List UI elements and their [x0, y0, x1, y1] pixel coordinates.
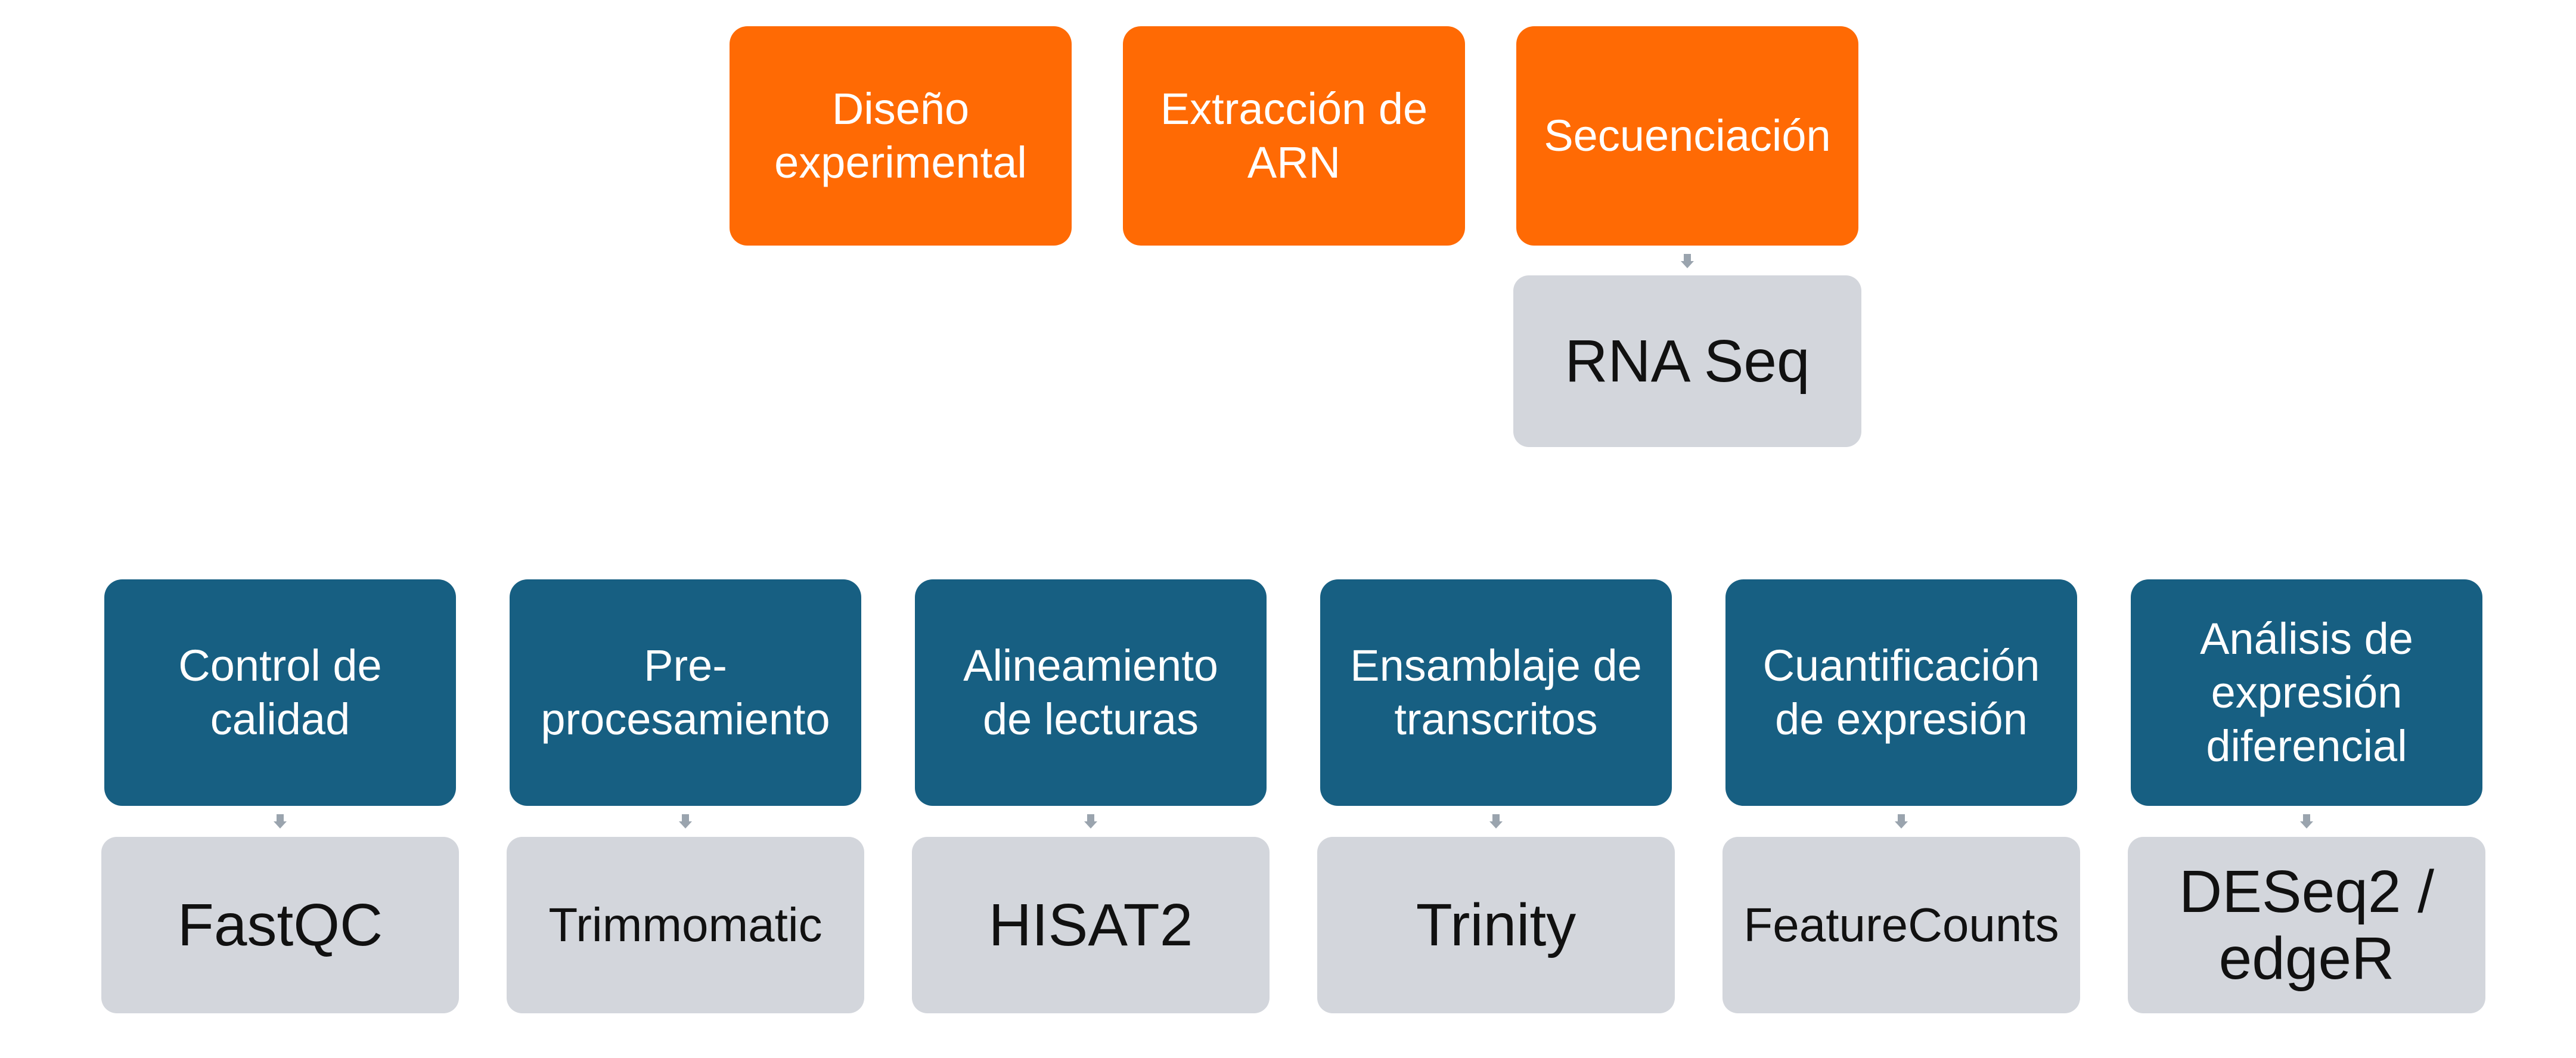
tool-fastqc: FastQC	[101, 837, 459, 1013]
step-cuantificacion-de-expresion: Cuantificación de expresión	[1725, 579, 2077, 806]
tool-featurecounts: FeatureCounts	[1722, 837, 2080, 1013]
tool-deseq2-edger: DESeq2 / edgeR	[2128, 837, 2485, 1013]
step-extraccion-arn: Extracción de ARN	[1123, 26, 1465, 246]
connector-arrow	[2300, 814, 2313, 829]
tool-rna-seq: RNA Seq	[1513, 275, 1861, 447]
tool-hisat2: HISAT2	[912, 837, 1270, 1013]
step-label: Extracción de ARN	[1160, 83, 1428, 187]
step-label: Alineamiento de lecturas	[963, 640, 1218, 744]
tool-label: FastQC	[177, 892, 383, 958]
tool-label: Trimmomatic	[548, 898, 823, 952]
connector-arrow	[1895, 814, 1908, 829]
step-ensamblaje-de-transcritos: Ensamblaje de transcritos	[1320, 579, 1672, 806]
step-label: Secuenciación	[1544, 110, 1831, 160]
step-label: Diseño experimental	[774, 83, 1027, 187]
connector-arrow	[679, 814, 692, 829]
tool-trinity: Trinity	[1317, 837, 1675, 1013]
step-secuenciacion: Secuenciación	[1516, 26, 1858, 246]
step-analisis-expresion-diferencial: Análisis de expresión diferencial	[2131, 579, 2482, 806]
step-label: Control de calidad	[178, 640, 382, 744]
step-label: Cuantificación de expresión	[1762, 640, 2040, 744]
step-label: Ensamblaje de transcritos	[1350, 640, 1642, 744]
tool-trimmomatic: Trimmomatic	[507, 837, 864, 1013]
step-label: Pre- procesamiento	[541, 640, 830, 744]
tool-label: FeatureCounts	[1743, 898, 2059, 952]
tool-label: DESeq2 / edgeR	[2178, 858, 2435, 992]
step-diseno-experimental: Diseño experimental	[730, 26, 1072, 246]
step-alineamiento-de-lecturas: Alineamiento de lecturas	[915, 579, 1267, 806]
connector-arrow	[1084, 814, 1097, 829]
tool-label: RNA Seq	[1565, 328, 1810, 395]
step-control-de-calidad: Control de calidad	[104, 579, 456, 806]
connector-arrow	[274, 814, 287, 829]
tool-label: HISAT2	[988, 892, 1193, 958]
step-label: Análisis de expresión diferencial	[2200, 613, 2413, 771]
step-pre-procesamiento: Pre- procesamiento	[510, 579, 861, 806]
tool-label: Trinity	[1416, 892, 1576, 958]
connector-arrow	[1489, 814, 1503, 829]
connector-arrow	[1681, 254, 1694, 268]
